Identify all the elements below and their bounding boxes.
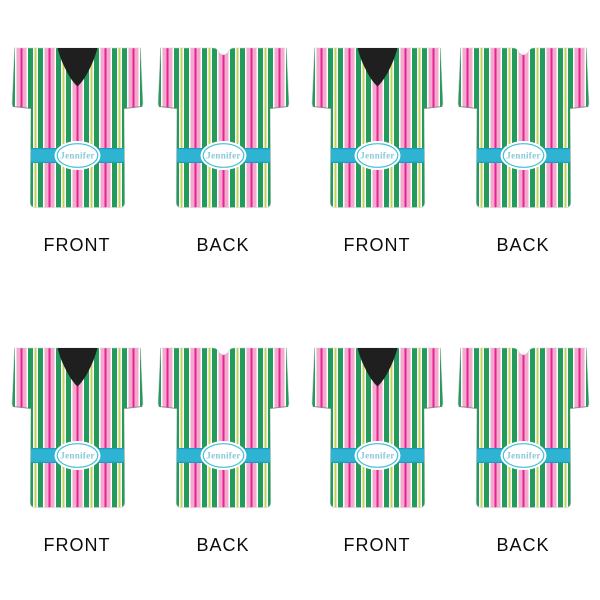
preview-pair-3: Jennifer FRONT Jennifer BACK: [0, 300, 300, 600]
view-label-back: BACK: [496, 235, 550, 255]
view-label-front: FRONT: [343, 535, 411, 555]
jersey-back-view: Jennifer BACK: [157, 45, 290, 254]
personalized-name: Jennifer: [60, 451, 94, 461]
personalized-name: Jennifer: [506, 451, 540, 461]
jersey-front-graphic: Jennifer: [11, 47, 143, 208]
jersey-back-shape: [157, 47, 289, 208]
jersey-back-view: Jennifer BACK: [457, 45, 590, 254]
view-label-back: BACK: [496, 535, 550, 555]
personalized-name: Jennifer: [206, 151, 240, 161]
jersey-back-shape: [457, 347, 589, 508]
jersey-front-shape: [11, 47, 143, 208]
personalized-name: Jennifer: [506, 151, 540, 161]
jersey-back-graphic: Jennifer: [157, 347, 289, 508]
view-label-back: BACK: [196, 235, 250, 255]
view-label-front: FRONT: [43, 535, 111, 555]
personalized-name: Jennifer: [360, 151, 394, 161]
jersey-back-graphic: Jennifer: [457, 47, 589, 208]
jersey-back-graphic: Jennifer: [457, 347, 589, 508]
preview-pair-1: Jennifer FRONT Jennifer BACK: [0, 0, 300, 300]
personalized-name: Jennifer: [60, 151, 94, 161]
preview-pair-4: Jennifer FRONT Jennifer BACK: [300, 300, 600, 600]
jersey-back-view: Jennifer BACK: [457, 345, 590, 554]
jersey-front-shape: [311, 47, 443, 208]
jersey-back-shape: [457, 47, 589, 208]
jersey-front-graphic: Jennifer: [311, 47, 443, 208]
personalized-name: Jennifer: [360, 451, 394, 461]
personalized-name: Jennifer: [206, 451, 240, 461]
jersey-front-view: Jennifer FRONT: [311, 345, 444, 554]
jersey-front-view: Jennifer FRONT: [11, 45, 144, 254]
jersey-front-view: Jennifer FRONT: [311, 45, 444, 254]
jersey-front-view: Jennifer FRONT: [11, 345, 144, 554]
view-label-front: FRONT: [43, 235, 111, 255]
jersey-front-graphic: Jennifer: [311, 347, 443, 508]
jersey-front-shape: [311, 347, 443, 508]
jersey-back-shape: [157, 347, 289, 508]
jersey-back-view: Jennifer BACK: [157, 345, 290, 554]
view-label-back: BACK: [196, 535, 250, 555]
jersey-front-graphic: Jennifer: [11, 347, 143, 508]
jersey-front-shape: [11, 347, 143, 508]
jersey-back-graphic: Jennifer: [157, 47, 289, 208]
preview-pair-2: Jennifer FRONT Jennifer BACK: [300, 0, 600, 300]
view-label-front: FRONT: [343, 235, 411, 255]
